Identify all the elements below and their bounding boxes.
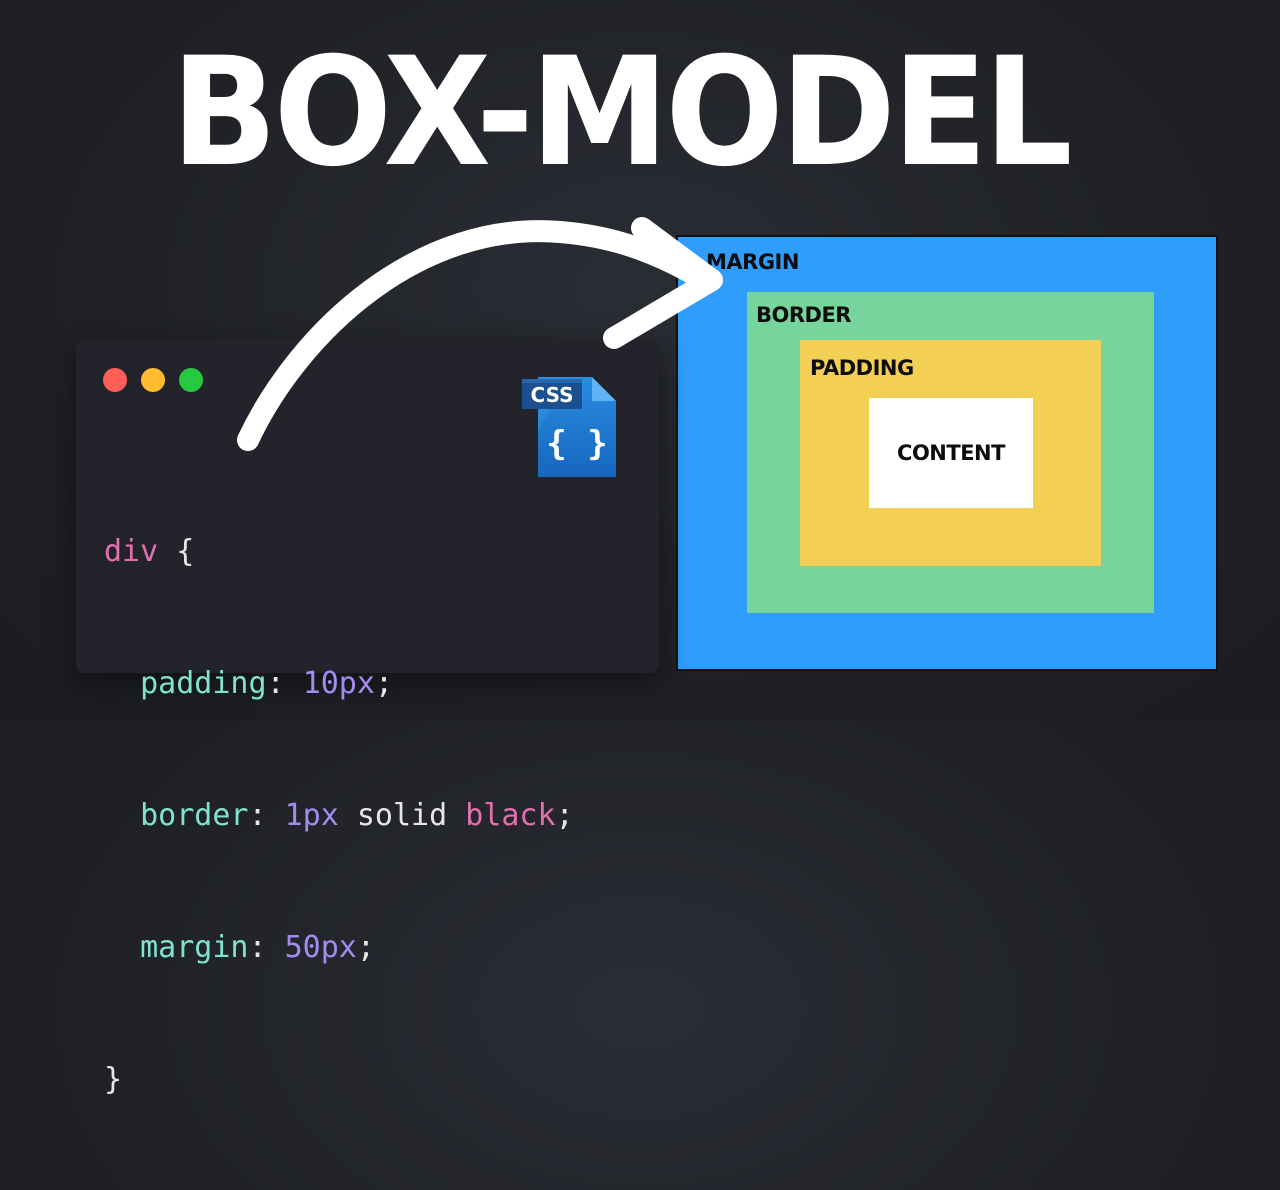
code-property: margin — [140, 930, 249, 965]
code-brace: } — [104, 1062, 123, 1097]
code-value: 10px — [302, 666, 375, 701]
code-semicolon: ; — [374, 666, 393, 701]
border-label: BORDER — [756, 303, 851, 327]
code-semicolon: ; — [555, 798, 574, 833]
code-selector: div — [104, 534, 159, 569]
code-line: padding: 10px; — [104, 662, 574, 706]
code-property: padding — [140, 666, 267, 701]
code-colon: : — [266, 666, 303, 701]
content-box: CONTENT — [869, 398, 1033, 508]
maximize-dot[interactable] — [179, 368, 203, 392]
code-text: solid — [338, 798, 466, 833]
code-line: margin: 50px; — [104, 926, 574, 970]
code-value: 50px — [284, 930, 357, 965]
code-brace: { — [158, 534, 195, 569]
css-badge: CSS — [531, 383, 574, 407]
padding-label: PADDING — [810, 356, 914, 380]
code-value: 1px — [284, 798, 339, 833]
code-semicolon: ; — [356, 930, 375, 965]
code-colon: : — [248, 798, 285, 833]
page-title: BOX-MODEL — [171, 26, 1073, 200]
code-window: CSS { } div { padding: 10px; border: 1px… — [76, 339, 659, 1097]
minimize-dot[interactable] — [141, 368, 165, 392]
content-label: CONTENT — [897, 441, 1005, 465]
window-controls — [103, 368, 203, 392]
code-line: div { — [104, 530, 574, 574]
code-line: border: 1px solid black; — [104, 794, 574, 838]
code-block: div { padding: 10px; border: 1px solid b… — [104, 442, 574, 1190]
code-keyword: black — [465, 798, 556, 833]
code-property: border — [140, 798, 249, 833]
margin-label: MARGIN — [706, 250, 799, 274]
code-colon: : — [248, 930, 285, 965]
close-dot[interactable] — [103, 368, 127, 392]
code-line: } — [104, 1058, 574, 1102]
